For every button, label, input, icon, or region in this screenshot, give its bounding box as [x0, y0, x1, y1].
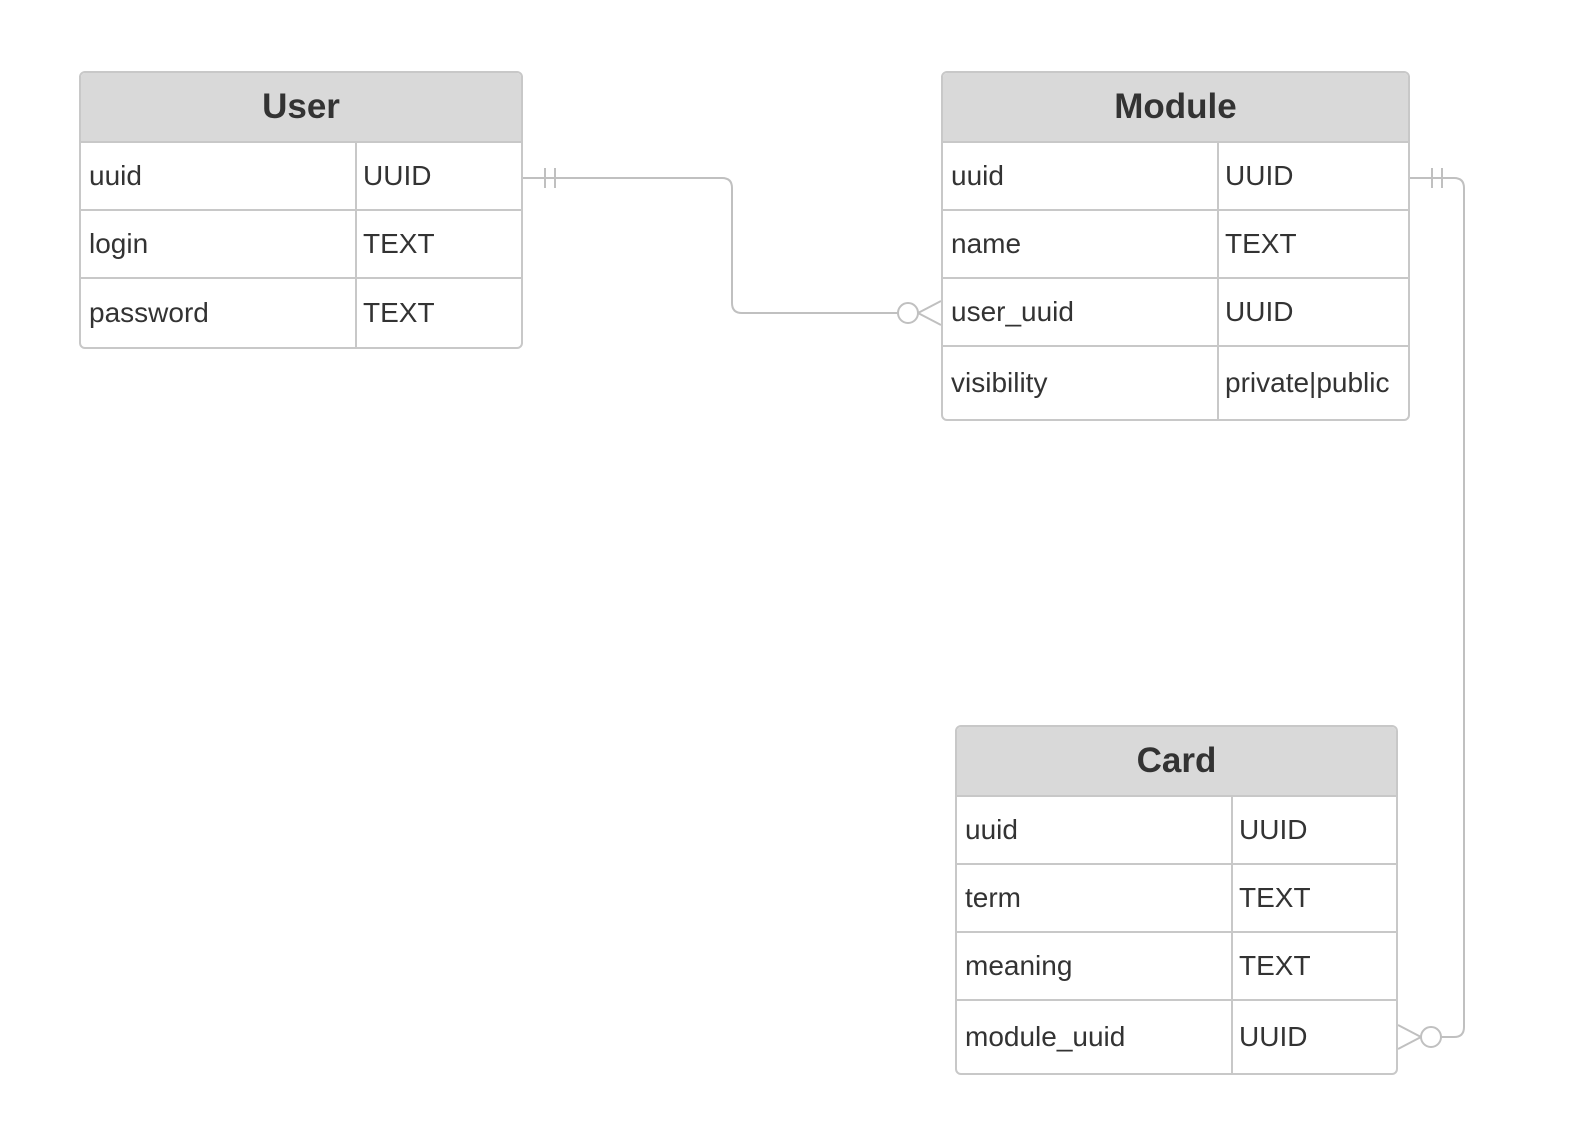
attribute-name: term — [957, 865, 1233, 931]
attribute-name: meaning — [957, 933, 1233, 999]
attribute-type: TEXT — [1225, 228, 1297, 259]
attribute-name: name — [943, 211, 1219, 277]
attribute-name: uuid — [957, 797, 1233, 863]
attribute-name: password — [81, 279, 357, 347]
entity-module[interactable]: Module uuid UUID name TEXT user_uuid UUI… — [941, 71, 1410, 421]
many-marker — [917, 312, 942, 326]
attribute-type: TEXT — [1239, 882, 1311, 913]
relationship-line — [523, 177, 898, 314]
attribute-type: UUID — [1239, 814, 1308, 845]
entity-user[interactable]: User uuid UUID login TEXT password TEXT — [79, 71, 523, 349]
attribute-name: visibility — [943, 347, 1219, 419]
relationship-line — [1410, 177, 1465, 1038]
attribute-name: uuid — [943, 143, 1219, 209]
attribute-name: uuid — [81, 143, 357, 209]
zero-marker — [1420, 1026, 1442, 1048]
attribute-type: TEXT — [363, 228, 435, 259]
attribute-type: UUID — [363, 160, 432, 191]
relationship-user-module — [523, 168, 942, 326]
attribute-type: UUID — [1239, 1021, 1308, 1052]
attribute-row: meaning TEXT — [957, 933, 1396, 1001]
attribute-name: user_uuid — [943, 279, 1219, 345]
attribute-row: user_uuid UUID — [943, 279, 1408, 347]
attribute-name: login — [81, 211, 357, 277]
many-marker — [1397, 1024, 1422, 1038]
many-marker — [917, 300, 942, 314]
attribute-type: UUID — [1225, 296, 1294, 327]
attribute-row: uuid UUID — [943, 143, 1408, 211]
attribute-type: TEXT — [1239, 950, 1311, 981]
entity-title: Card — [957, 727, 1396, 797]
attribute-row: term TEXT — [957, 865, 1396, 933]
many-marker — [1397, 1036, 1422, 1050]
attribute-row: name TEXT — [943, 211, 1408, 279]
entity-card[interactable]: Card uuid UUID term TEXT meaning TEXT mo… — [955, 725, 1398, 1075]
attribute-type: private|public — [1225, 367, 1390, 398]
entity-title: User — [81, 73, 521, 143]
attribute-row: visibility private|public — [943, 347, 1408, 419]
attribute-type: TEXT — [363, 297, 435, 328]
entity-title: Module — [943, 73, 1408, 143]
attribute-row: password TEXT — [81, 279, 521, 347]
attribute-row: uuid UUID — [957, 797, 1396, 865]
attribute-name: module_uuid — [957, 1001, 1233, 1073]
attribute-row: uuid UUID — [81, 143, 521, 211]
attribute-row: login TEXT — [81, 211, 521, 279]
attribute-type: UUID — [1225, 160, 1294, 191]
attribute-row: module_uuid UUID — [957, 1001, 1396, 1073]
zero-marker — [897, 302, 919, 324]
